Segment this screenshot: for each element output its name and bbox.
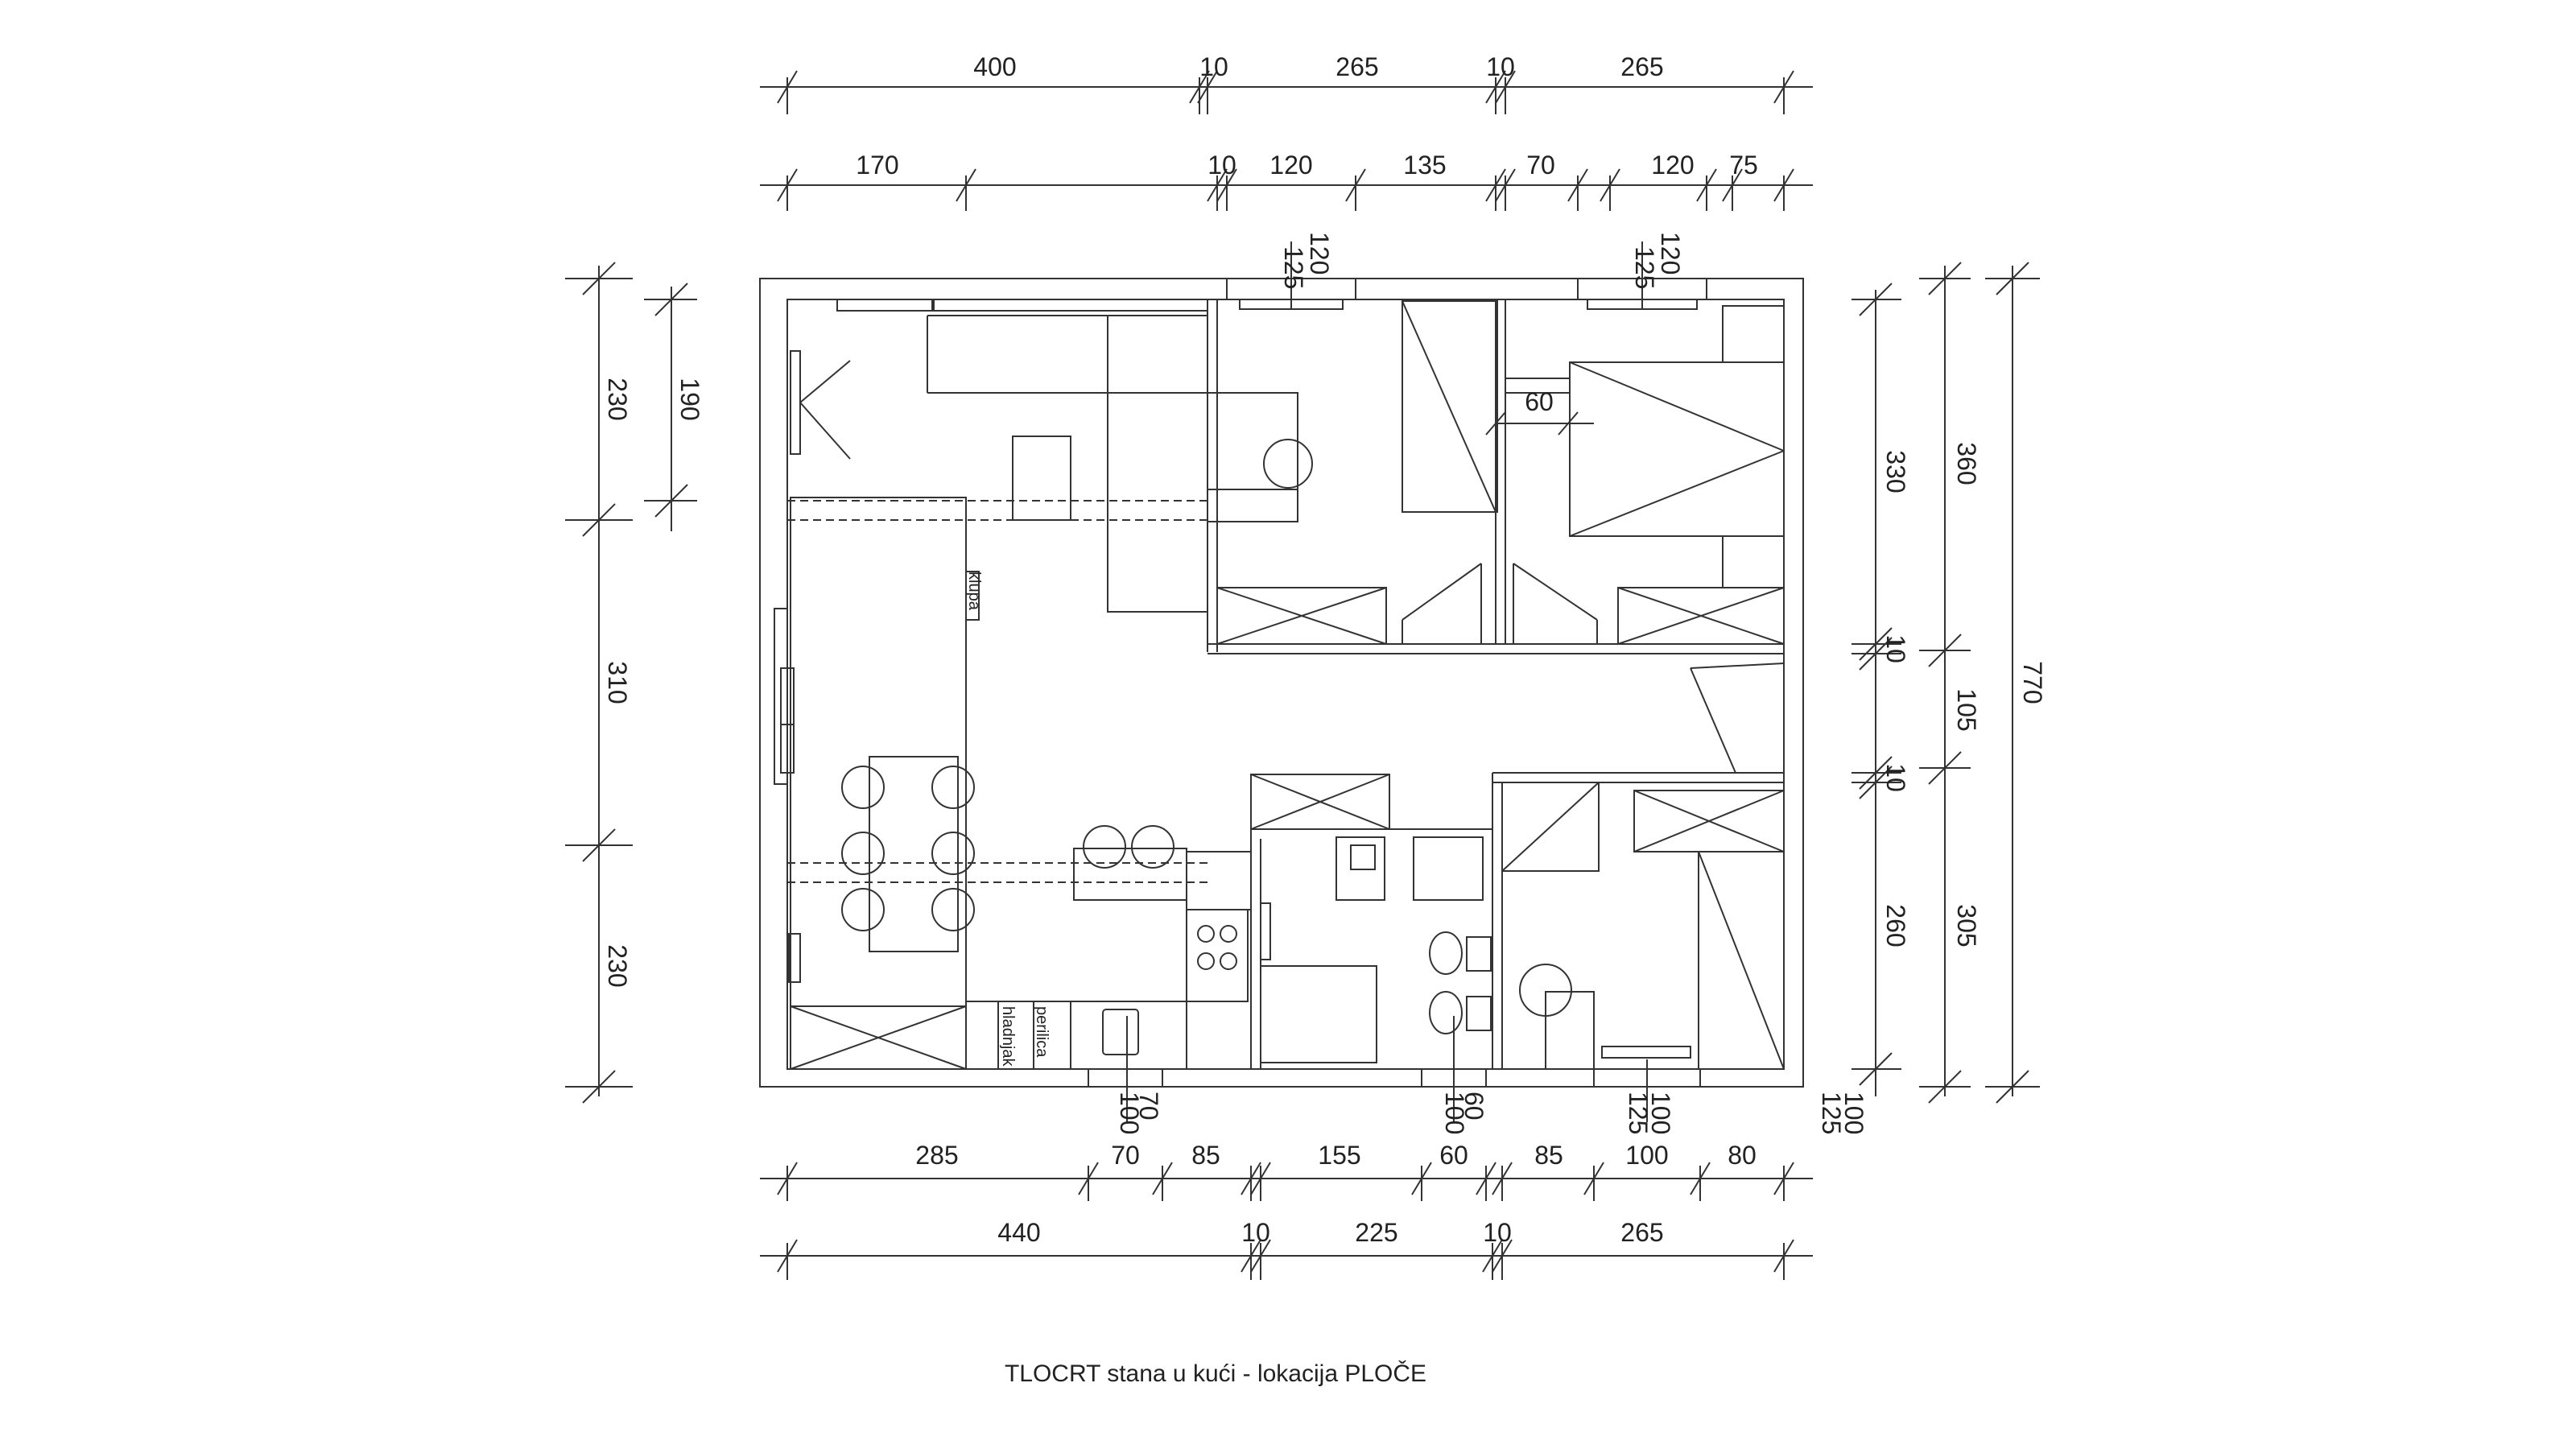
dim-right-outer-0: 360 — [1952, 442, 1981, 485]
dim-window-bot-5: 100 — [1646, 1092, 1675, 1134]
dim-window-bot-3: 60 — [1459, 1092, 1488, 1121]
dim-bottom1-0: 285 — [915, 1141, 958, 1170]
dim-bottom1-3: 155 — [1318, 1141, 1360, 1170]
dim-right-inner-1: 10 — [1881, 634, 1910, 663]
dim-right-total: 770 — [2018, 661, 2047, 704]
dim-right-inner-3: 260 — [1881, 904, 1910, 947]
dim-bottom1-1: 70 — [1111, 1141, 1140, 1170]
dim-bottom1-6: 100 — [1625, 1141, 1668, 1170]
dim-top1-0: 400 — [973, 52, 1016, 81]
dim-left-1: 310 — [603, 661, 632, 704]
dim-top1-4: 265 — [1620, 52, 1663, 81]
dim-right-inner-2: 10 — [1881, 763, 1910, 792]
dim-window-top-0: 125 — [1279, 246, 1308, 289]
dim-right-outer-1: 105 — [1952, 688, 1981, 731]
dim-window-top-1: 120 — [1305, 232, 1334, 275]
dim-right-outer-2: 305 — [1952, 904, 1981, 947]
dim-top2-1: 10 — [1208, 151, 1236, 180]
dim-bottom2-0: 440 — [997, 1218, 1040, 1247]
dim-window-bot-1: 70 — [1134, 1092, 1163, 1121]
bench-label: klupa — [965, 572, 983, 611]
dim-window-top-2: 125 — [1630, 246, 1659, 289]
dim-bottom1-2: 85 — [1191, 1141, 1220, 1170]
dim-bottom1-4: 60 — [1439, 1141, 1468, 1170]
dim-bottom1-5: 85 — [1534, 1141, 1563, 1170]
dim-window-bot-6: 125 — [1817, 1092, 1846, 1134]
dim-left-2: 230 — [603, 944, 632, 987]
dim-top2-2: 120 — [1269, 151, 1312, 180]
dim-left-0: 230 — [603, 378, 632, 420]
dim-bottom1-7: 80 — [1728, 1141, 1757, 1170]
dim-bottom2-1: 10 — [1241, 1218, 1270, 1247]
dim-top2-4: 70 — [1526, 151, 1555, 180]
dim-inner-60: 60 — [1525, 387, 1554, 416]
inner-wall — [786, 299, 1785, 1070]
dim-window-top-3: 120 — [1656, 232, 1685, 275]
dim-top2-6: 75 — [1729, 151, 1758, 180]
dim-top1-3: 10 — [1486, 52, 1515, 81]
dim-bottom2-3: 10 — [1483, 1218, 1512, 1247]
dim-window-bot-4: 125 — [1624, 1092, 1653, 1134]
dim-window-bot-2: 100 — [1440, 1092, 1469, 1134]
dim-top1-1: 10 — [1199, 52, 1228, 81]
dim-top1-2: 265 — [1335, 52, 1378, 81]
drawing-caption: TLOCRT stana u kući - lokacija PLOČE — [1005, 1360, 1426, 1387]
dim-top2-5: 120 — [1651, 151, 1694, 180]
dim-window-bot-7: 100 — [1839, 1092, 1868, 1134]
dim-top2-3: 135 — [1403, 151, 1446, 180]
dim-left-inner: 190 — [675, 378, 704, 420]
dim-top2-0: 170 — [856, 151, 898, 180]
dim-bottom2-4: 265 — [1620, 1218, 1663, 1247]
dim-right-inner-0: 330 — [1881, 450, 1910, 493]
dim-window-bot-0: 100 — [1115, 1092, 1144, 1134]
washer-label: perilica — [1033, 1006, 1051, 1058]
dim-bottom2-2: 225 — [1355, 1218, 1397, 1247]
fridge-label: hladnjak — [999, 1006, 1017, 1067]
